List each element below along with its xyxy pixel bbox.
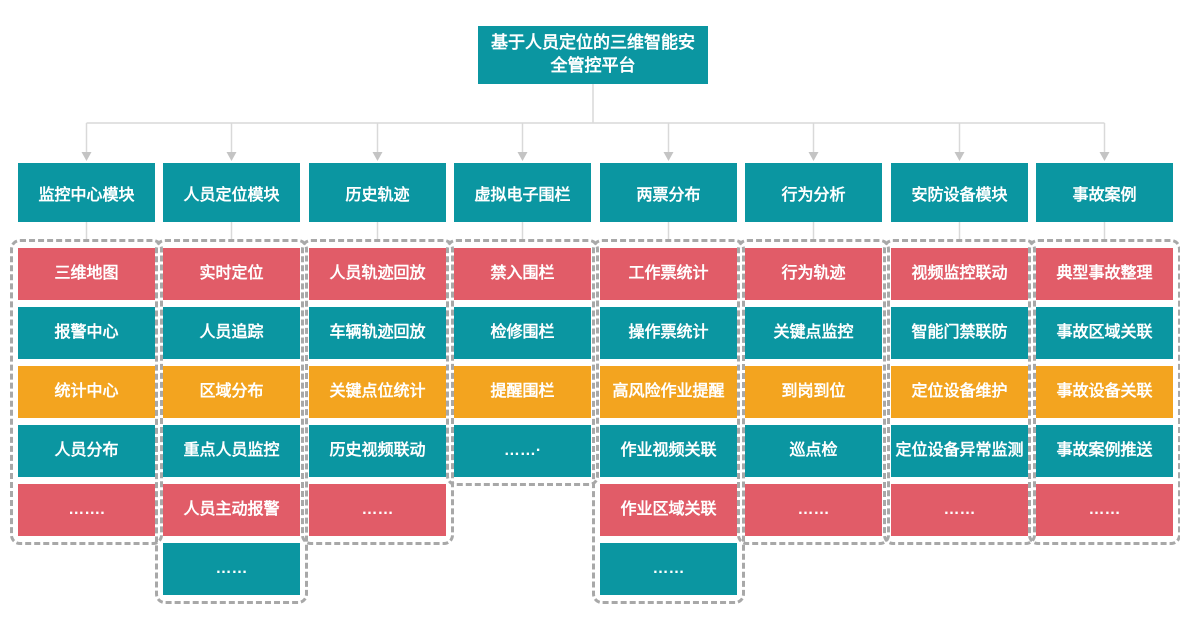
feature-item: 事故区域关联 <box>1036 307 1173 359</box>
feature-item: 关键点监控 <box>745 307 882 359</box>
module-items-group: 典型事故整理 事故区域关联 事故设备关联 事故案例推送 …… <box>1028 239 1180 545</box>
feature-item: 人员追踪 <box>163 307 300 359</box>
module-header: 行为分析 <box>745 163 882 222</box>
feature-item: 巡点检 <box>745 425 882 477</box>
feature-item-ellipsis: …… <box>163 543 300 595</box>
module-header: 两票分布 <box>600 163 737 222</box>
feature-item: 典型事故整理 <box>1036 248 1173 300</box>
feature-item: 人员轨迹回放 <box>309 248 446 300</box>
feature-item-ellipsis: …… <box>891 484 1028 536</box>
feature-item: 统计中心 <box>18 366 155 418</box>
module-column-two-tickets: 两票分布 工作票统计 操作票统计 高风险作业提醒 作业视频关联 作业区域关联 …… <box>592 163 745 604</box>
feature-item: 事故案例推送 <box>1036 425 1173 477</box>
feature-item: 人员主动报警 <box>163 484 300 536</box>
module-header: 事故案例 <box>1036 163 1173 222</box>
feature-item: 操作票统计 <box>600 307 737 359</box>
feature-item: 三维地图 <box>18 248 155 300</box>
root-node: 基于人员定位的三维智能安全管控平台 <box>478 26 708 84</box>
feature-item: 行为轨迹 <box>745 248 882 300</box>
module-column-monitoring-center: 监控中心模块 三维地图 报警中心 统计中心 人员分布 ……. <box>10 163 163 545</box>
feature-item: 提醒围栏 <box>454 366 591 418</box>
feature-item: 重点人员监控 <box>163 425 300 477</box>
feature-item-ellipsis: …… <box>309 484 446 536</box>
feature-item: 作业视频关联 <box>600 425 737 477</box>
feature-item: 检修围栏 <box>454 307 591 359</box>
feature-item: 实时定位 <box>163 248 300 300</box>
module-header: 历史轨迹 <box>309 163 446 222</box>
feature-item: 报警中心 <box>18 307 155 359</box>
module-column-personnel-positioning: 人员定位模块 实时定位 人员追踪 区域分布 重点人员监控 人员主动报警 …… <box>155 163 308 604</box>
feature-item: 关键点位统计 <box>309 366 446 418</box>
feature-item: 作业区域关联 <box>600 484 737 536</box>
module-items-group: 视频监控联动 智能门禁联防 定位设备维护 定位设备异常监测 …… <box>883 239 1036 545</box>
feature-item-ellipsis: …… <box>1036 484 1173 536</box>
module-column-virtual-fence: 虚拟电子围栏 禁入围栏 检修围栏 提醒围栏 ……· <box>446 163 599 486</box>
feature-item: 区域分布 <box>163 366 300 418</box>
feature-item: 定位设备异常监测 <box>891 425 1028 477</box>
feature-item: 高风险作业提醒 <box>600 366 737 418</box>
module-column-security-equipment: 安防设备模块 视频监控联动 智能门禁联防 定位设备维护 定位设备异常监测 …… <box>883 163 1036 545</box>
feature-item: 视频监控联动 <box>891 248 1028 300</box>
feature-item-ellipsis: …… <box>745 484 882 536</box>
feature-item: 工作票统计 <box>600 248 737 300</box>
feature-item: 人员分布 <box>18 425 155 477</box>
feature-item: 禁入围栏 <box>454 248 591 300</box>
arrowhead-icons <box>81 152 1110 161</box>
module-items-group: 禁入围栏 检修围栏 提醒围栏 ……· <box>446 239 599 486</box>
module-header: 人员定位模块 <box>163 163 300 222</box>
feature-item-ellipsis: …… <box>600 543 737 595</box>
module-header: 安防设备模块 <box>891 163 1028 222</box>
module-items-group: 实时定位 人员追踪 区域分布 重点人员监控 人员主动报警 …… <box>155 239 308 604</box>
module-column-accident-cases: 事故案例 典型事故整理 事故区域关联 事故设备关联 事故案例推送 …… <box>1028 163 1180 545</box>
feature-item-ellipsis: ……· <box>454 425 591 477</box>
feature-item: 定位设备维护 <box>891 366 1028 418</box>
module-items-group: 人员轨迹回放 车辆轨迹回放 关键点位统计 历史视频联动 …… <box>301 239 454 545</box>
feature-item: 事故设备关联 <box>1036 366 1173 418</box>
feature-item: 智能门禁联防 <box>891 307 1028 359</box>
feature-item: 历史视频联动 <box>309 425 446 477</box>
feature-item: 到岗到位 <box>745 366 882 418</box>
feature-item: 车辆轨迹回放 <box>309 307 446 359</box>
module-column-behavior-analysis: 行为分析 行为轨迹 关键点监控 到岗到位 巡点检 …… <box>737 163 890 545</box>
module-items-group: 行为轨迹 关键点监控 到岗到位 巡点检 …… <box>737 239 890 545</box>
module-items-group: 工作票统计 操作票统计 高风险作业提醒 作业视频关联 作业区域关联 …… <box>592 239 745 604</box>
module-items-group: 三维地图 报警中心 统计中心 人员分布 ……. <box>10 239 163 545</box>
module-column-history-track: 历史轨迹 人员轨迹回放 车辆轨迹回放 关键点位统计 历史视频联动 …… <box>301 163 454 545</box>
module-header: 监控中心模块 <box>18 163 155 222</box>
feature-item-ellipsis: ……. <box>18 484 155 536</box>
module-header: 虚拟电子围栏 <box>454 163 591 222</box>
